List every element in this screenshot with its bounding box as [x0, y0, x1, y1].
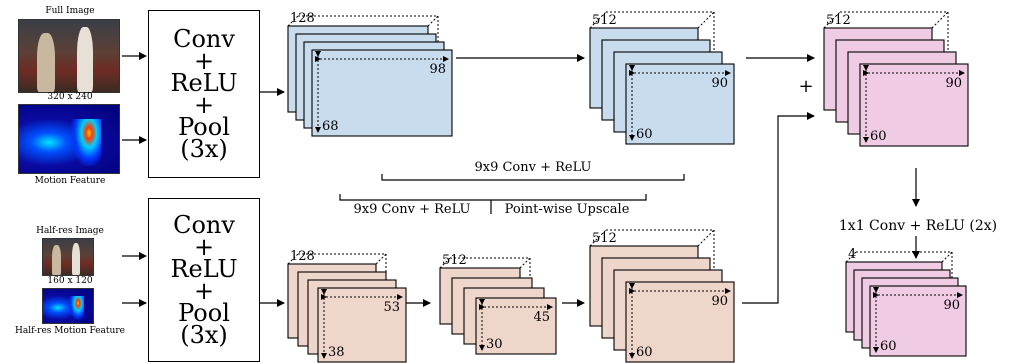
height-label: 60 [870, 129, 887, 144]
merge-plus-sign: + [798, 76, 813, 97]
channels-label: 512 [592, 13, 617, 28]
top-conv-label: 9x9 Conv + ReLU [474, 160, 591, 175]
depth-edge [942, 252, 952, 262]
height-label: 60 [636, 345, 653, 360]
width-label: 90 [945, 76, 962, 91]
depth-edge [932, 12, 948, 28]
depth-edge [428, 16, 438, 26]
width-label: 53 [383, 300, 400, 315]
arrows [122, 56, 916, 303]
height-label: 68 [322, 119, 339, 134]
channels-label: 4 [848, 247, 856, 262]
channels-label: 512 [442, 253, 467, 268]
feature-stacks: 128 98 68 512 90 60 512 90 60 128 53 38 512 45 30 512 90… [288, 11, 968, 362]
top-stack-2: 512 90 60 [590, 12, 734, 144]
top-stack-1: 128 98 68 [288, 11, 452, 136]
width-label: 45 [533, 310, 550, 325]
height-label: 60 [636, 127, 653, 142]
height-label: 38 [328, 345, 345, 360]
height-label: 60 [880, 339, 897, 354]
depth-edge [520, 258, 530, 268]
width-label: 90 [943, 298, 960, 313]
output-stack: 4 90 60 [846, 247, 966, 356]
channels-label: 512 [826, 13, 851, 28]
bottom-stack-3: 512 90 60 [590, 230, 734, 362]
upscale-label: Point-wise Upscale [505, 202, 630, 217]
height-label: 30 [486, 337, 503, 352]
bottom-stack-2: 512 45 30 [440, 253, 556, 354]
channels-label: 512 [592, 231, 617, 246]
width-label: 90 [711, 76, 728, 91]
arrow-bottom-merge [742, 116, 814, 303]
bottom-stack-1: 128 53 38 [288, 249, 406, 362]
depth-edge [698, 12, 714, 28]
bottom-conv-label: 9x9 Conv + ReLU [353, 202, 470, 217]
depth-edge [698, 230, 714, 246]
final-conv-label: 1x1 Conv + ReLU (2x) [839, 218, 997, 234]
width-label: 90 [711, 294, 728, 309]
channels-label: 128 [290, 249, 315, 264]
bottom-ops-bracket [340, 194, 646, 200]
depth-edge [376, 254, 386, 264]
merged-stack: 512 90 60 [824, 12, 968, 146]
channels-label: 128 [290, 11, 315, 26]
width-label: 98 [429, 62, 446, 77]
